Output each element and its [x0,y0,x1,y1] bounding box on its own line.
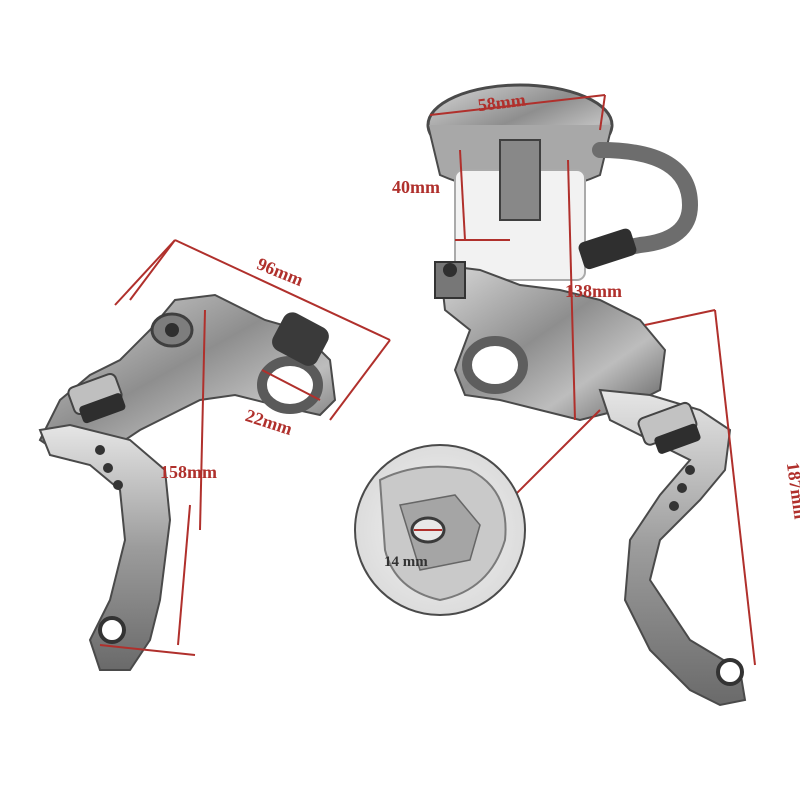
left-lever-perch [38,293,337,462]
right-length-label: 187mm [783,461,800,520]
detail-hole-label: 14 mm [384,554,428,570]
right-body-label: 138mm [565,281,622,301]
right-reservoir-height-label: 40mm [392,177,440,197]
left-dimensions [99,239,391,656]
left-switch-block [272,312,329,366]
detail-inset: 14 mm [354,444,526,616]
left-lever-blade [38,423,172,671]
left-width-label: 96mm [254,254,306,291]
reservoir-hose [582,142,699,263]
right-lever-tip-hole [716,658,744,686]
right-lever-assembly [426,83,747,707]
left-length-label: 158mm [160,462,217,482]
right-dimensions [429,94,756,666]
right-lever-blade [598,388,747,707]
right-clamp-ring [462,336,528,394]
left-lever-assembly [38,293,337,671]
left-lever-tip-hole [98,616,126,644]
